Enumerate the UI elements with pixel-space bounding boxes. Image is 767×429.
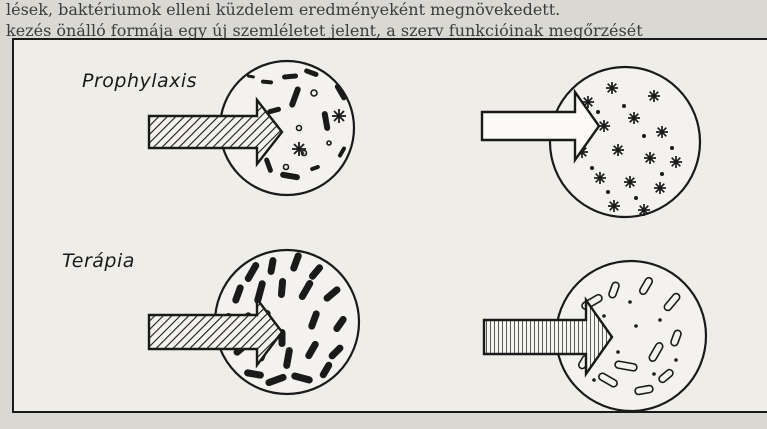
- star-mark: [612, 144, 624, 156]
- circle-prophylaxis-after: [550, 67, 700, 217]
- star-mark: [628, 112, 640, 124]
- prophylaxis-therapy-figure: Prophylaxis Terápia: [12, 38, 767, 413]
- label-prophylaxis: Prophylaxis: [82, 70, 197, 92]
- fragment-dot: [602, 314, 606, 318]
- star-mark: [594, 172, 606, 184]
- star-mark: [608, 200, 620, 212]
- dot-mark: [670, 146, 674, 150]
- fragment-dot: [658, 318, 662, 322]
- star-mark: [606, 82, 618, 94]
- star-mark: [654, 182, 666, 194]
- arrow-therapy-lined: [484, 300, 612, 374]
- star-mark: [656, 126, 668, 138]
- arrow-prophylaxis-outline: [482, 92, 599, 160]
- arrow-prophylaxis-hatched: [149, 100, 282, 164]
- dot-mark: [590, 166, 594, 170]
- background-text-top: lések, baktériumok elleni küzdelem eredm…: [6, 0, 767, 41]
- dot-mark: [622, 104, 626, 108]
- dot-mark: [642, 134, 646, 138]
- bg-line: lések, baktériumok elleni küzdelem eredm…: [6, 0, 767, 21]
- fragment-dot: [616, 350, 620, 354]
- dot-mark: [606, 190, 610, 194]
- dot-mark: [634, 196, 638, 200]
- dot-mark: [596, 110, 600, 114]
- label-therapy: Terápia: [62, 250, 135, 272]
- fragment-dot: [674, 358, 678, 362]
- fragment-dot: [628, 300, 632, 304]
- fragment-dot: [592, 378, 596, 382]
- fragment-dot: [652, 372, 656, 376]
- fragment-dot: [634, 324, 638, 328]
- figure-drawing: [14, 40, 767, 415]
- star-mark: [638, 204, 650, 216]
- star-mark: [624, 176, 636, 188]
- star-mark: [670, 156, 682, 168]
- dot-mark: [660, 172, 664, 176]
- star-mark: [644, 152, 656, 164]
- star-mark: [648, 90, 660, 102]
